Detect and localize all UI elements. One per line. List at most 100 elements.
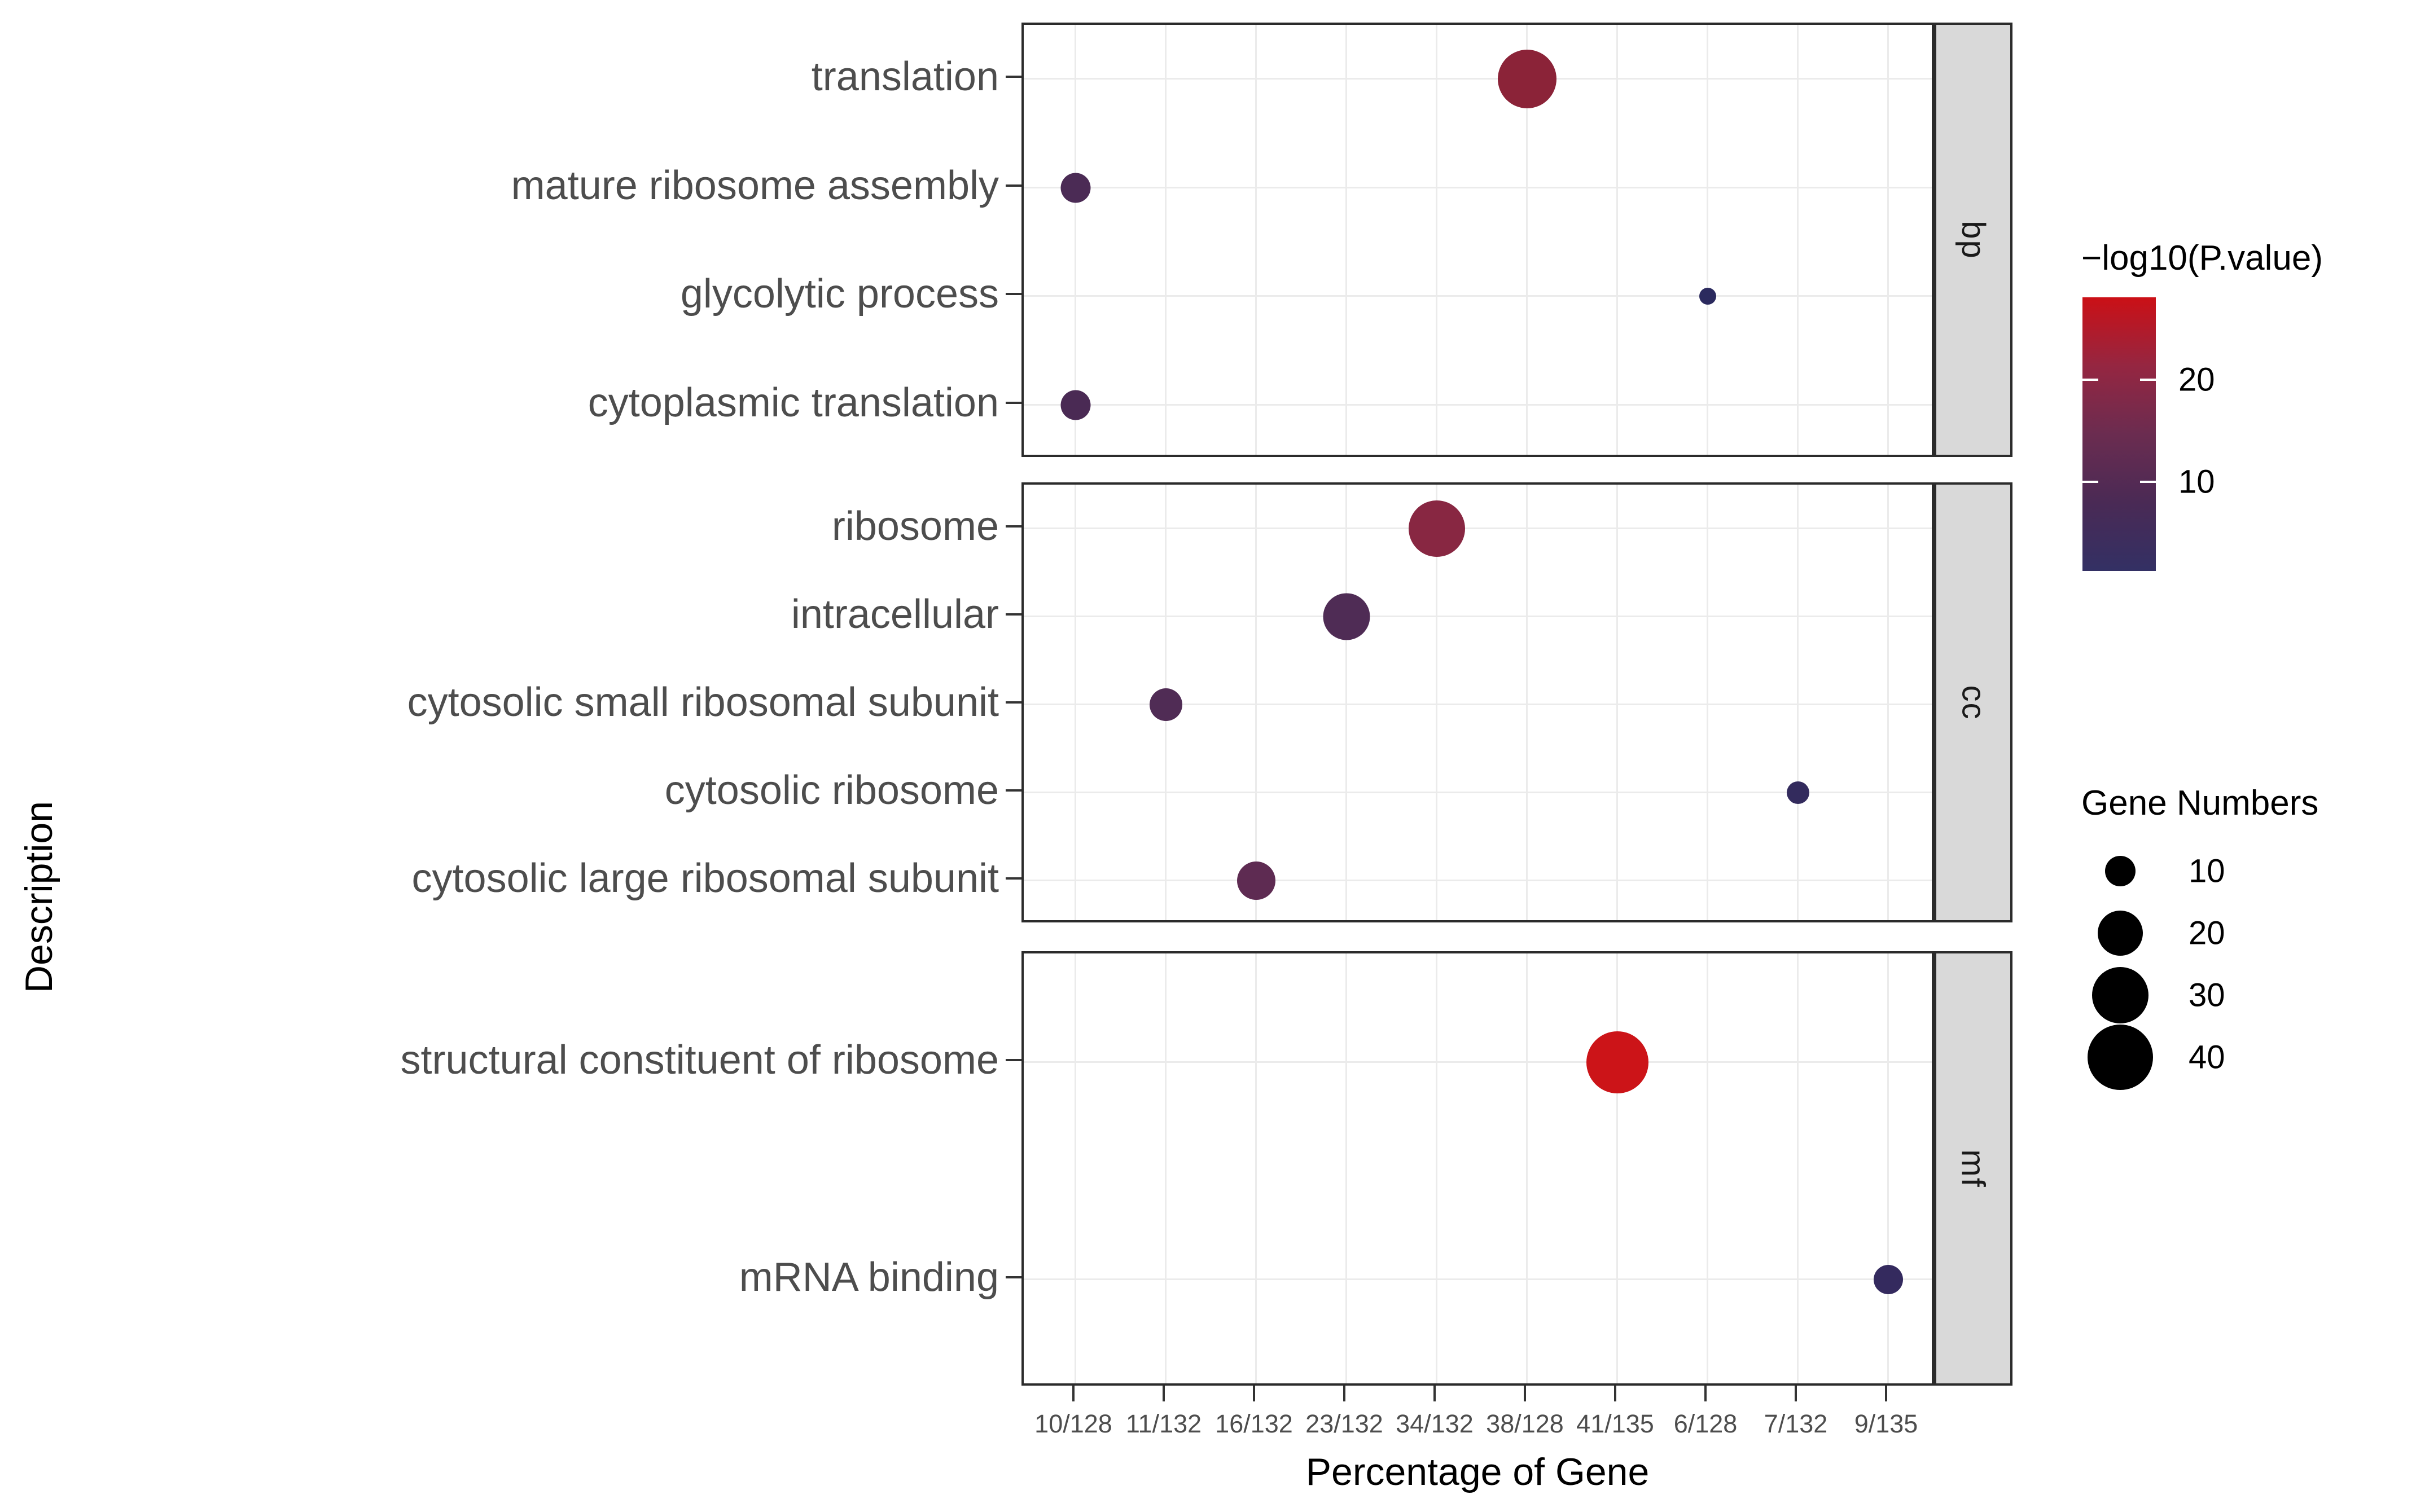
gridline-v bbox=[1616, 953, 1618, 1383]
x-tick bbox=[1524, 1386, 1526, 1401]
x-axis-label-34-132: 34/132 bbox=[1396, 1409, 1474, 1438]
gridline-h bbox=[1024, 704, 1932, 705]
color-legend-tick-label-10: 10 bbox=[2178, 463, 2215, 500]
x-tick bbox=[1795, 1386, 1797, 1401]
gridline-v bbox=[1075, 25, 1076, 455]
y-tick bbox=[1006, 877, 1021, 880]
x-tick bbox=[1253, 1386, 1255, 1401]
gridline-v bbox=[1075, 485, 1076, 920]
dot-structural-constituent-of-ribosome bbox=[1586, 1031, 1648, 1093]
dot-cytosolic-large-ribosomal-subunit bbox=[1237, 862, 1275, 900]
y-tick bbox=[1006, 525, 1021, 528]
x-tick bbox=[1163, 1386, 1165, 1401]
dot-cytoplasmic-translation bbox=[1060, 390, 1091, 420]
x-axis-label-16-132: 16/132 bbox=[1215, 1409, 1293, 1438]
x-axis-label-41-135: 41/135 bbox=[1576, 1409, 1654, 1438]
gridline-v bbox=[1707, 485, 1708, 920]
y-tick bbox=[1006, 1058, 1021, 1061]
x-tick bbox=[1433, 1386, 1436, 1401]
color-legend-gradient-bar bbox=[2082, 297, 2156, 571]
dot-ribosome bbox=[1409, 500, 1465, 557]
gridline-v bbox=[1797, 485, 1799, 920]
y-axis-label-structural-constituent-of-ribosome: structural constituent of ribosome bbox=[400, 1037, 999, 1083]
y-axis-label-cytoplasmic-translation: cytoplasmic translation bbox=[587, 380, 999, 425]
gridline-v bbox=[1345, 25, 1347, 455]
gridline-h bbox=[1024, 792, 1932, 793]
gridline-h bbox=[1024, 880, 1932, 881]
color-legend-tick bbox=[2082, 481, 2098, 484]
y-tick bbox=[1006, 613, 1021, 616]
gridline-h bbox=[1024, 616, 1932, 617]
x-axis-label-10-128: 10/128 bbox=[1034, 1409, 1112, 1438]
gridline-v bbox=[1075, 953, 1076, 1383]
facet-strip-cc: cc bbox=[1934, 482, 2012, 922]
y-axis-label-cytosolic-small-ribosomal-subunit: cytosolic small ribosomal subunit bbox=[407, 680, 999, 725]
x-axis-label-6-128: 6/128 bbox=[1673, 1409, 1738, 1438]
y-axis-label-translation: translation bbox=[811, 54, 999, 100]
dot-intracellular bbox=[1323, 593, 1370, 640]
gridline-v bbox=[1255, 953, 1257, 1383]
gridline-v bbox=[1616, 485, 1618, 920]
gridline-h bbox=[1024, 186, 1932, 188]
color-legend-tick bbox=[2140, 481, 2156, 484]
gridline-h bbox=[1024, 403, 1932, 406]
gridline-v bbox=[1797, 25, 1799, 455]
gridline-v bbox=[1165, 25, 1167, 455]
gridline-v bbox=[1526, 485, 1528, 920]
gridline-h bbox=[1024, 1278, 1932, 1280]
gridline-h bbox=[1024, 78, 1932, 80]
color-legend-title: −log10(P.value) bbox=[2081, 239, 2323, 278]
size-legend-label-40: 40 bbox=[2189, 1039, 2225, 1076]
gridline-v bbox=[1436, 485, 1437, 920]
gridline-v bbox=[1165, 953, 1167, 1383]
dot-cytosolic-small-ribosomal-subunit bbox=[1150, 688, 1182, 721]
color-legend-tick bbox=[2082, 378, 2098, 381]
y-tick bbox=[1006, 1276, 1021, 1278]
size-legend-dot-10 bbox=[2105, 856, 2136, 886]
x-tick bbox=[1072, 1386, 1075, 1401]
x-tick bbox=[1704, 1386, 1707, 1401]
size-legend-label-20: 20 bbox=[2189, 915, 2225, 952]
x-tick bbox=[1343, 1386, 1345, 1401]
y-axis-label-cytosolic-large-ribosomal-subunit: cytosolic large ribosomal subunit bbox=[411, 856, 999, 901]
size-legend-title: Gene Numbers bbox=[2081, 784, 2319, 823]
y-tick bbox=[1006, 701, 1021, 704]
x-tick bbox=[1614, 1386, 1616, 1401]
y-axis-label-mrna-binding: mRNA binding bbox=[739, 1254, 999, 1300]
gridline-v bbox=[1345, 485, 1347, 920]
gridline-v bbox=[1797, 953, 1799, 1383]
gridline-h bbox=[1024, 528, 1932, 529]
x-axis-label-11-132: 11/132 bbox=[1125, 1409, 1202, 1438]
gridline-v bbox=[1707, 25, 1708, 455]
facet-strip-mf: mf bbox=[1934, 951, 2012, 1386]
x-tick bbox=[1885, 1386, 1887, 1401]
gridline-v bbox=[1887, 953, 1889, 1383]
gridline-v bbox=[1526, 953, 1528, 1383]
color-legend-tick-label-20: 20 bbox=[2178, 361, 2215, 398]
y-axis-label-ribosome: ribosome bbox=[831, 504, 999, 549]
dot-glycolytic-process bbox=[1699, 288, 1716, 305]
dot-translation bbox=[1498, 50, 1556, 109]
gridline-v bbox=[1345, 953, 1347, 1383]
gridline-v bbox=[1887, 25, 1889, 455]
size-legend-label-10: 10 bbox=[2189, 852, 2225, 890]
size-legend-dot-30 bbox=[2092, 967, 2148, 1023]
size-legend-dot-40 bbox=[2088, 1025, 2153, 1090]
size-legend-label-30: 30 bbox=[2189, 977, 2225, 1014]
dot-mrna-binding bbox=[1874, 1264, 1903, 1294]
gridline-v bbox=[1436, 953, 1437, 1383]
x-axis-label-23-132: 23/132 bbox=[1305, 1409, 1383, 1438]
gridline-v bbox=[1616, 25, 1618, 455]
gridline-v bbox=[1255, 25, 1257, 455]
x-axis-title: Percentage of Gene bbox=[1305, 1451, 1650, 1493]
gridline-v bbox=[1255, 485, 1257, 920]
gridline-h bbox=[1024, 1061, 1932, 1063]
gridline-v bbox=[1707, 953, 1708, 1383]
facet-strip-label-mf: mf bbox=[1955, 1149, 1992, 1188]
y-tick bbox=[1006, 184, 1021, 187]
facet-panel-bp bbox=[1021, 23, 1934, 457]
y-axis-label-mature-ribosome-assembly: mature ribosome assembly bbox=[511, 162, 999, 208]
y-tick bbox=[1006, 76, 1021, 78]
facet-panel-mf bbox=[1021, 951, 1934, 1386]
y-tick bbox=[1006, 789, 1021, 792]
